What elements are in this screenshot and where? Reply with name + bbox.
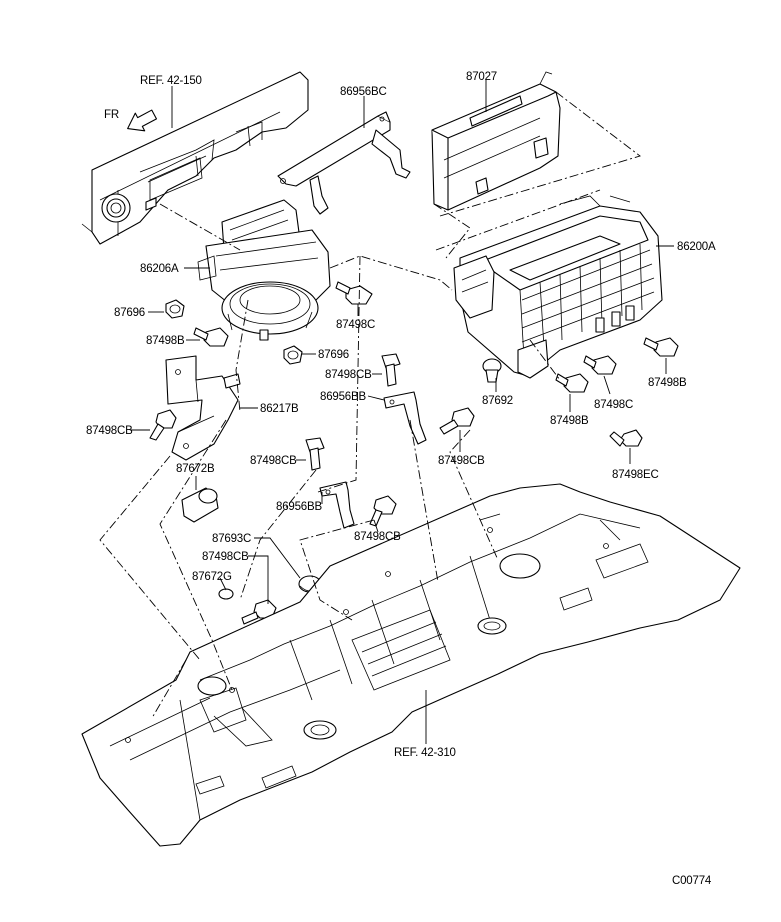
leader-lines bbox=[130, 80, 674, 744]
part-label-87498c-right: 87498C bbox=[594, 399, 633, 411]
bolt-87498cb-center-drawing bbox=[305, 437, 325, 471]
part-label-87696-upper: 87696 bbox=[114, 307, 145, 319]
bracket-stay-86217b-drawing bbox=[165, 355, 241, 461]
part-label-86217b: 86217B bbox=[260, 403, 299, 415]
part-label-87498b-far-right: 87498B bbox=[648, 377, 687, 389]
nut-87696-lower-drawing bbox=[283, 345, 303, 365]
ref-floor-pan-label: REF. 42-310 bbox=[394, 747, 456, 759]
bolt-87498c-left-drawing bbox=[335, 281, 373, 305]
part-label-87498ec: 87498EC bbox=[612, 469, 659, 481]
nut-87696-upper-drawing bbox=[165, 299, 185, 319]
clip-87692-drawing bbox=[482, 358, 502, 383]
part-label-86206a: 86206A bbox=[140, 263, 179, 275]
part-label-87498cb-lower: 87498CB bbox=[354, 531, 401, 543]
part-label-86956bc: 86956BC bbox=[340, 86, 387, 98]
part-label-87692: 87692 bbox=[482, 395, 513, 407]
front-direction-arrow bbox=[127, 109, 158, 132]
grommet-87672b-drawing bbox=[181, 487, 219, 523]
part-label-87693c: 87693C bbox=[212, 533, 251, 545]
part-label-87498cb-right: 87498CB bbox=[438, 455, 485, 467]
part-label-86200a: 86200A bbox=[677, 241, 716, 253]
bolt-87498cb-left-drawing bbox=[149, 409, 177, 441]
bolt-87498b-far-right-drawing bbox=[643, 337, 679, 357]
part-label-86956bb-lower: 86956BB bbox=[276, 501, 322, 513]
part-label-86956bb-upper: 86956BB bbox=[320, 391, 366, 403]
part-label-87498b-right-mid: 87498B bbox=[550, 415, 589, 427]
part-label-87498cb-center: 87498CB bbox=[250, 455, 297, 467]
grommet-87672g-drawing bbox=[218, 588, 234, 600]
heater-cover-87027-drawing bbox=[431, 71, 561, 211]
bolt-87498ec-drawing bbox=[609, 429, 643, 447]
part-label-87498c-left: 87498C bbox=[336, 319, 375, 331]
part-label-87027: 87027 bbox=[466, 71, 497, 83]
bolt-87498cb-lower-drawing bbox=[369, 495, 397, 527]
bolt-87498b-right-mid-drawing bbox=[555, 373, 589, 393]
dash-panel-drawing bbox=[81, 71, 309, 245]
floor-pan-drawing bbox=[81, 483, 741, 847]
part-label-87696-lower: 87696 bbox=[318, 349, 349, 361]
blower-unit-86206a-drawing bbox=[197, 199, 331, 341]
part-label-87498cb-mid: 87498CB bbox=[325, 369, 372, 381]
part-label-87498b-left: 87498B bbox=[146, 335, 185, 347]
bolt-87498cb-mid-drawing bbox=[381, 353, 401, 387]
labels: REF. 42-150 FR 86956BC 87027 86200A 8620… bbox=[86, 71, 716, 887]
part-label-87498cb-floor: 87498CB bbox=[202, 551, 249, 563]
part-label-87672g: 87672G bbox=[192, 571, 232, 583]
assembly-lines bbox=[99, 91, 641, 719]
bolt-87498c-right-drawing bbox=[583, 355, 617, 375]
part-label-87672b: 87672B bbox=[176, 463, 215, 475]
bracket-86956bb-upper-drawing bbox=[383, 391, 427, 445]
diagram-code: C00774 bbox=[672, 875, 712, 887]
bracket-86956bc-drawing bbox=[277, 111, 411, 215]
part-label-87498cb-left: 87498CB bbox=[86, 425, 133, 437]
direction-label: FR bbox=[104, 109, 119, 121]
hvac-unit-86200a-drawing bbox=[453, 195, 663, 379]
bracket-86956bb-lower-drawing bbox=[319, 481, 355, 529]
bolt-87498b-left-drawing bbox=[193, 327, 229, 347]
bolt-87498cb-right-drawing bbox=[439, 407, 475, 435]
ref-dash-panel-label: REF. 42-150 bbox=[140, 75, 202, 87]
